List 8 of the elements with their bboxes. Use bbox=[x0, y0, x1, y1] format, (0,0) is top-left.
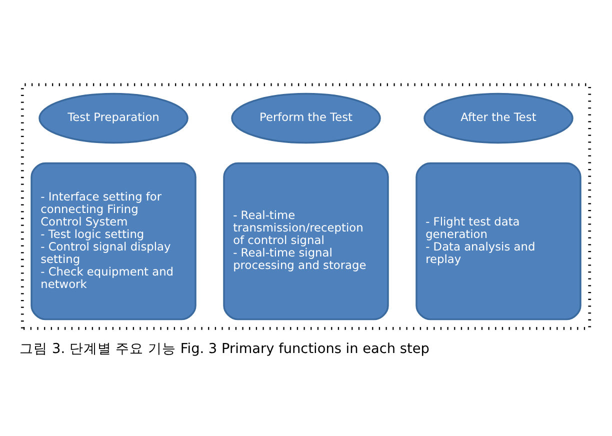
node-box: - Interface setting for connecting Firing Control System - Test logic setting - Control signal display setting - Check equipment and network bbox=[30, 162, 196, 320]
node-ellipse: Perform the Test bbox=[231, 92, 381, 144]
cluster bbox=[20, 82, 592, 330]
node-ellipse: Test Preparation bbox=[38, 92, 188, 144]
node-box: - Flight test data generation - Data analysis and replay bbox=[416, 162, 582, 320]
node-ellipse: After the Test bbox=[424, 92, 574, 144]
caption: 그림 3. 단계별 주요 기능 Fig. 3 Primary functions in each step bbox=[20, 340, 430, 357]
node-box: - Real-time transmission/reception of control signal - Real-time signal processing and storage bbox=[223, 162, 389, 320]
